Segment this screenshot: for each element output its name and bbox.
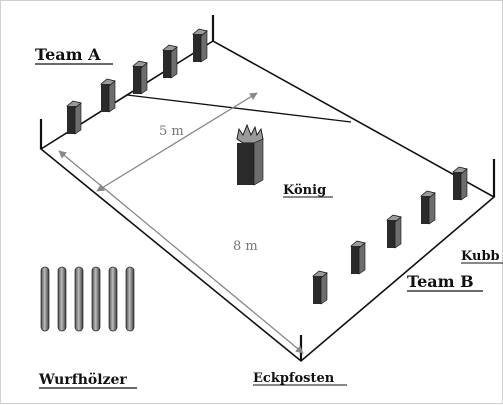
team-a-kubbs — [66, 28, 208, 135]
wurfhoelzer-sticks — [40, 266, 135, 332]
width-measure-label: 5 m — [159, 124, 184, 139]
kubb-block — [100, 78, 116, 113]
kubb-block — [350, 240, 366, 275]
crown-icon — [236, 123, 264, 144]
kubb-label: Kubb — [461, 249, 500, 264]
kubb-block — [420, 190, 436, 225]
koenig-label: König — [283, 183, 326, 198]
koenig-piece — [236, 123, 264, 186]
throwing-stick — [74, 266, 84, 332]
team-b-kubbs — [312, 166, 468, 305]
throwing-stick — [57, 266, 67, 332]
kubb-block — [312, 270, 328, 305]
kubb-block — [452, 166, 468, 201]
eckpfosten-label: Eckpfosten — [253, 371, 335, 386]
throwing-stick — [40, 266, 50, 332]
kubb-block — [162, 44, 178, 79]
throwing-stick — [125, 266, 135, 332]
team-a-label: Team A — [35, 45, 101, 64]
width-measure-arrow — [96, 92, 258, 192]
length-measure-label: 8 m — [233, 239, 258, 254]
length-measure-arrow — [58, 150, 304, 354]
team-b-label: Team B — [407, 272, 474, 291]
kubb-block — [132, 60, 148, 95]
throwing-stick — [108, 266, 118, 332]
kubb-block — [192, 28, 208, 63]
wurfhoelzer-label: Wurfhölzer — [38, 372, 127, 388]
throwing-stick — [91, 266, 101, 332]
kubb-block — [66, 100, 82, 135]
kubb-block — [386, 214, 402, 249]
